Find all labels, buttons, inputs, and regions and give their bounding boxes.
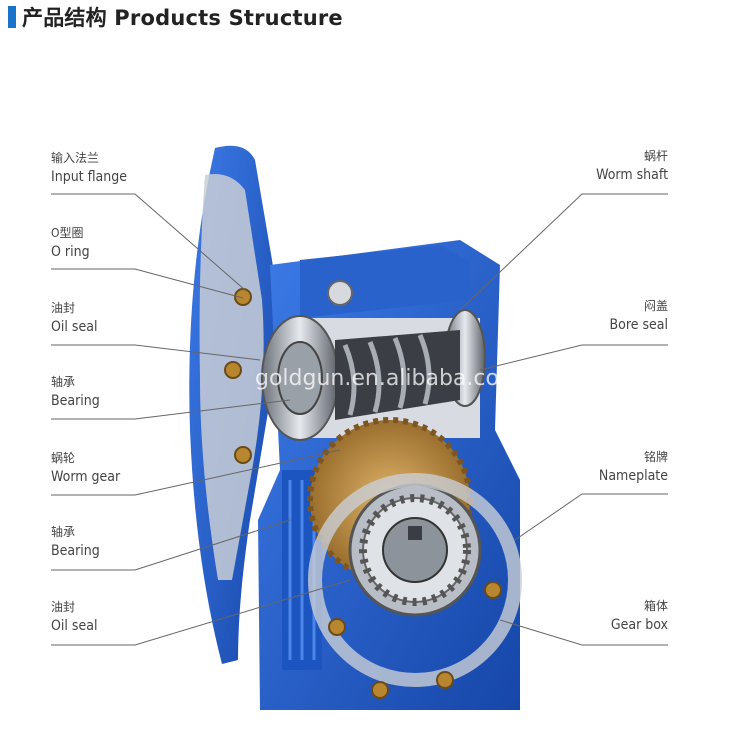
leader-oil-seal-top (51, 344, 261, 361)
leader-oil-seal-bottom (51, 579, 351, 646)
input-flange (189, 145, 277, 664)
label-oil-seal-top: 油封 Oil seal (51, 302, 97, 334)
title-accent-bar (8, 6, 16, 28)
label-en: Oil seal (51, 618, 98, 634)
leader-worm-shaft (459, 193, 668, 311)
label-zh: 铭牌 (643, 450, 668, 464)
label-gear-box: 箱体 Gear box (611, 600, 668, 632)
label-en: Bearing (51, 393, 100, 409)
label-en: O ring (51, 244, 90, 260)
label-en: Nameplate (598, 468, 668, 484)
label-zh: O型圈 (51, 226, 84, 240)
label-bearing-bottom: 轴承 Bearing (51, 526, 100, 558)
leader-worm-gear (51, 449, 341, 496)
page-title: 产品结构 Products Structure (8, 4, 343, 30)
leader-o-ring (51, 268, 244, 299)
label-en: Worm shaft (596, 167, 668, 183)
label-zh: 油封 (51, 301, 76, 315)
output-flange (308, 473, 522, 699)
label-en: Input flange (51, 169, 128, 185)
label-en: Oil seal (51, 319, 98, 335)
label-o-ring: O型圈 O ring (51, 227, 90, 259)
label-en: Worm gear (51, 469, 121, 485)
leader-bearing-bottom (51, 519, 291, 571)
label-zh: 蜗杆 (643, 149, 668, 163)
leader-gear-box (499, 619, 668, 646)
leader-lines (51, 193, 668, 646)
label-zh: 闷盖 (643, 299, 668, 313)
label-oil-seal-bottom: 油封 Oil seal (51, 601, 97, 633)
title-text: 产品结构 Products Structure (22, 6, 343, 30)
worm-shaft-assembly (261, 309, 486, 441)
label-en: Bore seal (609, 317, 669, 333)
leader-input-flange (51, 193, 246, 291)
label-worm-gear: 蜗轮 Worm gear (51, 452, 120, 484)
label-worm-shaft: 蜗杆 Worm shaft (596, 150, 668, 182)
label-zh: 油封 (51, 600, 76, 614)
label-input-flange: 输入法兰 Input flange (51, 152, 127, 184)
label-nameplate: 铭牌 Nameplate (599, 451, 668, 483)
label-zh: 轴承 (51, 525, 76, 539)
watermark-text: goldgun.en.alibaba.com (255, 366, 520, 391)
leader-bore-seal (479, 344, 668, 371)
label-en: Bearing (51, 543, 100, 559)
label-zh: 箱体 (643, 599, 668, 613)
label-zh: 蜗轮 (51, 451, 76, 465)
leader-bearing-top (51, 399, 291, 420)
label-bearing-top: 轴承 Bearing (51, 376, 100, 408)
label-bore-seal: 闷盖 Bore seal (610, 300, 669, 332)
label-en: Gear box (610, 617, 668, 633)
leader-nameplate (514, 493, 668, 541)
label-zh: 输入法兰 (51, 151, 100, 165)
output-bearing (348, 483, 482, 617)
label-zh: 轴承 (51, 375, 76, 389)
